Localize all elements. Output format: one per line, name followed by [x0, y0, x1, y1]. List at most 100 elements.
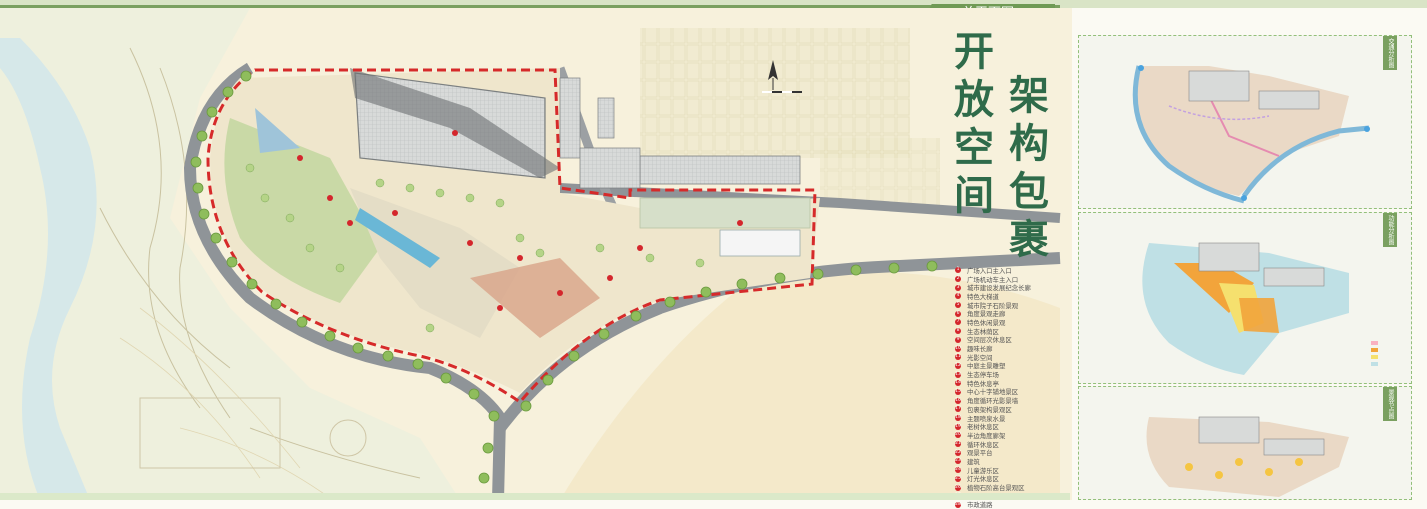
- slogan-left: 开放空间: [947, 30, 994, 222]
- landscape-node-map: [1079, 387, 1410, 498]
- scale-bar-icon: [762, 91, 802, 93]
- legend-label: 灯光休息区: [967, 475, 999, 484]
- east-road: [559, 183, 1061, 223]
- legend-label: 老树休息区: [967, 423, 999, 432]
- old-buildings: [559, 77, 641, 189]
- function-legend-swatches: [1371, 341, 1378, 366]
- landscape-node-tag: 景观节点图: [1383, 387, 1397, 421]
- legend-label: 空间层次休息区: [967, 336, 1012, 345]
- legend-item: 5 城市院子石阶景观: [955, 301, 1075, 310]
- legend-item: 9 空间层次休息区: [955, 336, 1075, 345]
- legend-label: 角度循环光影景墙: [967, 397, 1019, 406]
- legend-number-badge: 7: [955, 319, 961, 326]
- legend-item: 1 广场入口主入口: [955, 266, 1075, 275]
- legend-number-badge: 15: [955, 388, 961, 395]
- legend: 1 广场入口主入口 2 广场机动车主入口 3 城市建设发展纪念长廊 4 特色大梯道 5 城市院子石…: [955, 266, 1075, 509]
- legend-label: 光影空间: [967, 353, 993, 362]
- legend-number-badge: 13: [955, 371, 961, 378]
- legend-number-badge: 6: [955, 310, 961, 317]
- legend-label: 观景平台: [967, 449, 993, 458]
- site-node-markers: [297, 130, 743, 311]
- legend-number-badge: 18: [955, 415, 961, 422]
- legend-item: 16 角度循环光影景墙: [955, 396, 1075, 405]
- legend-item: 20 半边角度廊架: [955, 431, 1075, 440]
- landscape-node-panel: 景观节点图: [1078, 386, 1412, 500]
- legend-number-badge: 3: [955, 284, 961, 291]
- site-red-paving: [470, 258, 600, 338]
- legend-item: 11 光影空间: [955, 353, 1075, 362]
- legend-label: 市政道路: [967, 501, 993, 509]
- legend-item: 19 老树休息区: [955, 422, 1075, 431]
- legend-number-badge: 22: [955, 449, 961, 456]
- legend-item: 4 特色大梯道: [955, 292, 1075, 301]
- legend-number-badge: 8: [955, 328, 961, 335]
- legend-label: 儿童游乐区: [967, 466, 999, 475]
- legend-number-badge: 19: [955, 423, 961, 430]
- legend-number-badge: 10: [955, 345, 961, 352]
- top-bar-stripe: [0, 5, 1060, 8]
- traffic-analysis-panel: 交通分析图: [1078, 35, 1412, 209]
- legend-number-badge: 23: [955, 458, 961, 465]
- contour-lines: [99, 47, 421, 479]
- legend-number-badge: 1: [955, 267, 961, 274]
- water-channel: [355, 208, 440, 268]
- industrial-tank: [329, 419, 367, 457]
- legend-item: 8 生态林荫区: [955, 327, 1075, 336]
- legend-label: 主题喷泉水景: [967, 414, 1006, 423]
- north-arrow-icon: [768, 60, 778, 90]
- factory-building: [719, 229, 801, 257]
- city-block-east: [820, 138, 940, 208]
- function-analysis-map: [1079, 213, 1410, 382]
- legend-label: 广场入口主入口: [967, 266, 1012, 275]
- legend-label: 城市院子石阶景观: [967, 301, 1019, 310]
- building-canopy: [350, 68, 560, 178]
- legend-number-badge: 16: [955, 397, 961, 404]
- east-long-building: [639, 155, 801, 185]
- legend-number-badge: 5: [955, 302, 961, 309]
- legend-label: 包裹架构景观区: [967, 405, 1012, 414]
- site-green-zone: [224, 118, 380, 303]
- legend-number-badge: 11: [955, 354, 961, 361]
- legend-number-badge: 2: [955, 276, 961, 283]
- slogan-right: 架构包裹: [1002, 74, 1049, 266]
- parking-lot: [639, 197, 811, 229]
- bottom-strip: [0, 493, 1070, 500]
- river: [0, 38, 97, 500]
- legend-label: 植物石阶高台景观区: [967, 484, 1025, 493]
- legend-label: 生态停车场: [967, 371, 999, 380]
- legend-item: 18 主题喷泉水景: [955, 414, 1075, 423]
- site-boundary: [206, 68, 817, 404]
- legend-label: 趣味长廊: [967, 345, 993, 354]
- legend-label: 城市建设发展纪念长廊: [967, 284, 1031, 293]
- legend-label: 半边角度廊架: [967, 431, 1006, 440]
- function-analysis-panel: 功能分析图: [1078, 212, 1412, 384]
- legend-label: 循环休息区: [967, 440, 999, 449]
- park-trees: [245, 163, 705, 333]
- legend-item: 13 生态停车场: [955, 370, 1075, 379]
- top-bar: [0, 0, 1427, 8]
- legend-number-badge: 20: [955, 432, 961, 439]
- legend-number-badge: 9: [955, 336, 961, 343]
- legend-label: 建筑: [967, 457, 980, 466]
- traffic-analysis-tag: 交通分析图: [1383, 36, 1397, 70]
- industrial-block: [139, 397, 281, 469]
- legend-number-badge: 12: [955, 362, 961, 369]
- legend-item: 23 建筑: [955, 457, 1075, 466]
- legend-number-badge: 4: [955, 293, 961, 300]
- function-analysis-tag: 功能分析图: [1383, 213, 1397, 247]
- legend-item: 3 城市建设发展纪念长廊: [955, 283, 1075, 292]
- legend-item: 2 广场机动车主入口: [955, 275, 1075, 284]
- legend-label: 特色大梯道: [967, 292, 999, 301]
- legend-label: 广场机动车主入口: [967, 275, 1019, 284]
- legend-label: 中心十字铺地景区: [967, 388, 1019, 397]
- legend-label: 生态林荫区: [967, 327, 999, 336]
